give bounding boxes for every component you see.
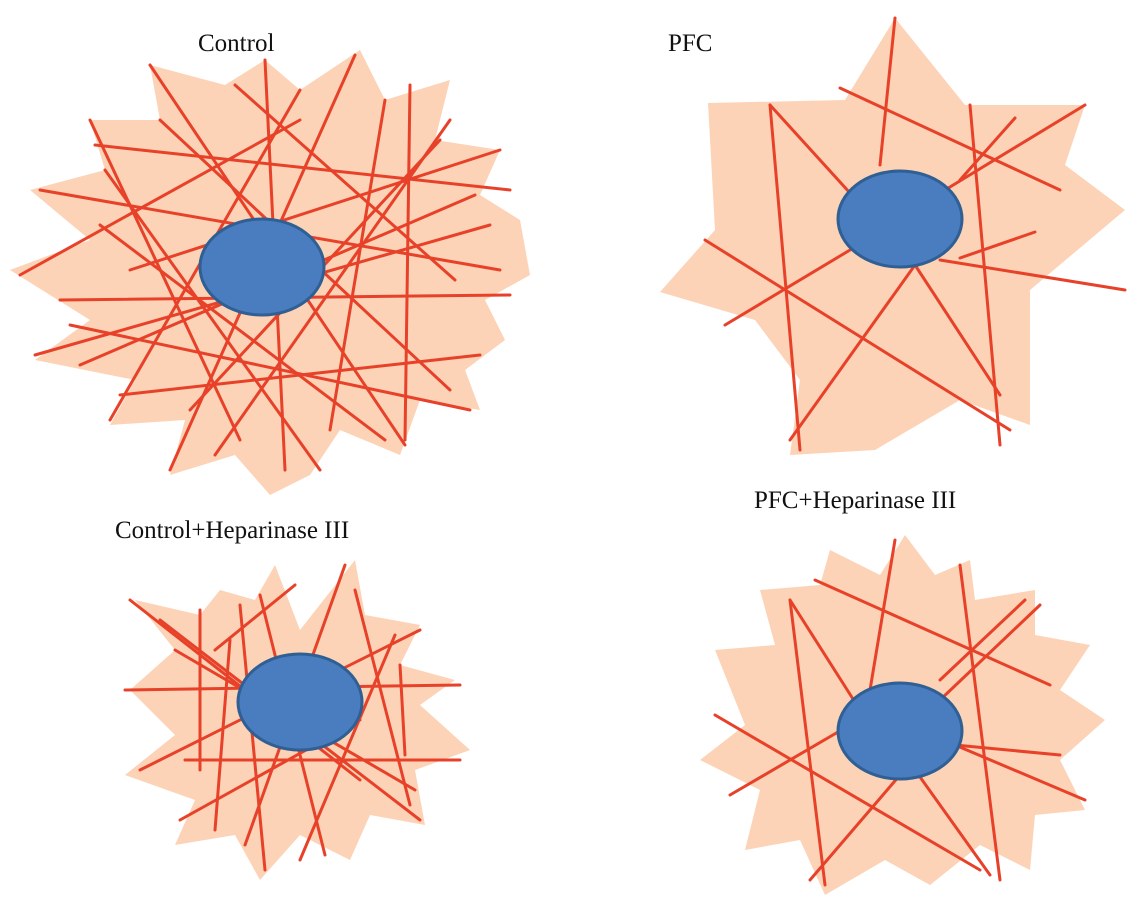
fiber — [88, 118, 242, 442]
fiber — [788, 598, 862, 712]
panel-title-pfc: PFC — [668, 30, 713, 57]
nucleus-pfc-hep — [836, 681, 964, 781]
fiber — [728, 723, 852, 797]
nucleus-pfc — [836, 169, 964, 269]
fiber — [353, 588, 412, 807]
fiber — [808, 773, 902, 882]
fiber — [93, 143, 512, 192]
fiber — [98, 223, 387, 442]
fiber — [938, 598, 1027, 682]
fiber — [18, 118, 302, 277]
fiber — [213, 583, 297, 652]
panel-control — [10, 50, 530, 495]
fiber — [958, 230, 1037, 260]
panel-pfc — [660, 16, 1127, 455]
fiber — [403, 83, 412, 442]
fiber — [238, 603, 267, 872]
fiber — [868, 538, 897, 692]
panel-title-pfc-heparinase: PFC+Heparinase III — [754, 487, 957, 514]
fiber — [328, 98, 387, 432]
fiber — [213, 118, 452, 457]
fiber — [913, 768, 992, 877]
nucleus-control — [198, 217, 326, 317]
fiber — [913, 263, 1002, 397]
fiber — [213, 638, 232, 832]
panel-pfc-hep — [700, 535, 1105, 895]
fiber-network-pfc-hep — [713, 538, 1087, 887]
fiber — [128, 148, 502, 272]
fiber — [103, 168, 322, 472]
fiber — [788, 598, 827, 887]
fiber — [233, 83, 457, 282]
fiber — [813, 578, 1052, 687]
fiber — [768, 103, 802, 452]
fiber — [953, 743, 1087, 802]
panel-title-control: Control — [198, 30, 275, 57]
panel-title-control-heparinase: Control+Heparinase III — [115, 517, 350, 544]
fiber — [958, 563, 1002, 882]
fiber — [878, 16, 897, 167]
fiber — [938, 603, 1042, 702]
fiber — [713, 713, 982, 872]
fiber — [298, 633, 397, 862]
fiber — [943, 103, 1087, 192]
fiber — [723, 248, 852, 327]
fiber — [938, 258, 1127, 292]
fiber — [953, 743, 1062, 757]
nucleus-control-hep — [236, 652, 364, 752]
panel-control-hep — [123, 560, 470, 880]
fiber — [838, 86, 1062, 192]
fiber — [958, 116, 1017, 182]
fiber — [788, 263, 917, 442]
fiber — [398, 663, 407, 757]
fiber — [703, 238, 1012, 432]
fiber — [68, 323, 472, 412]
